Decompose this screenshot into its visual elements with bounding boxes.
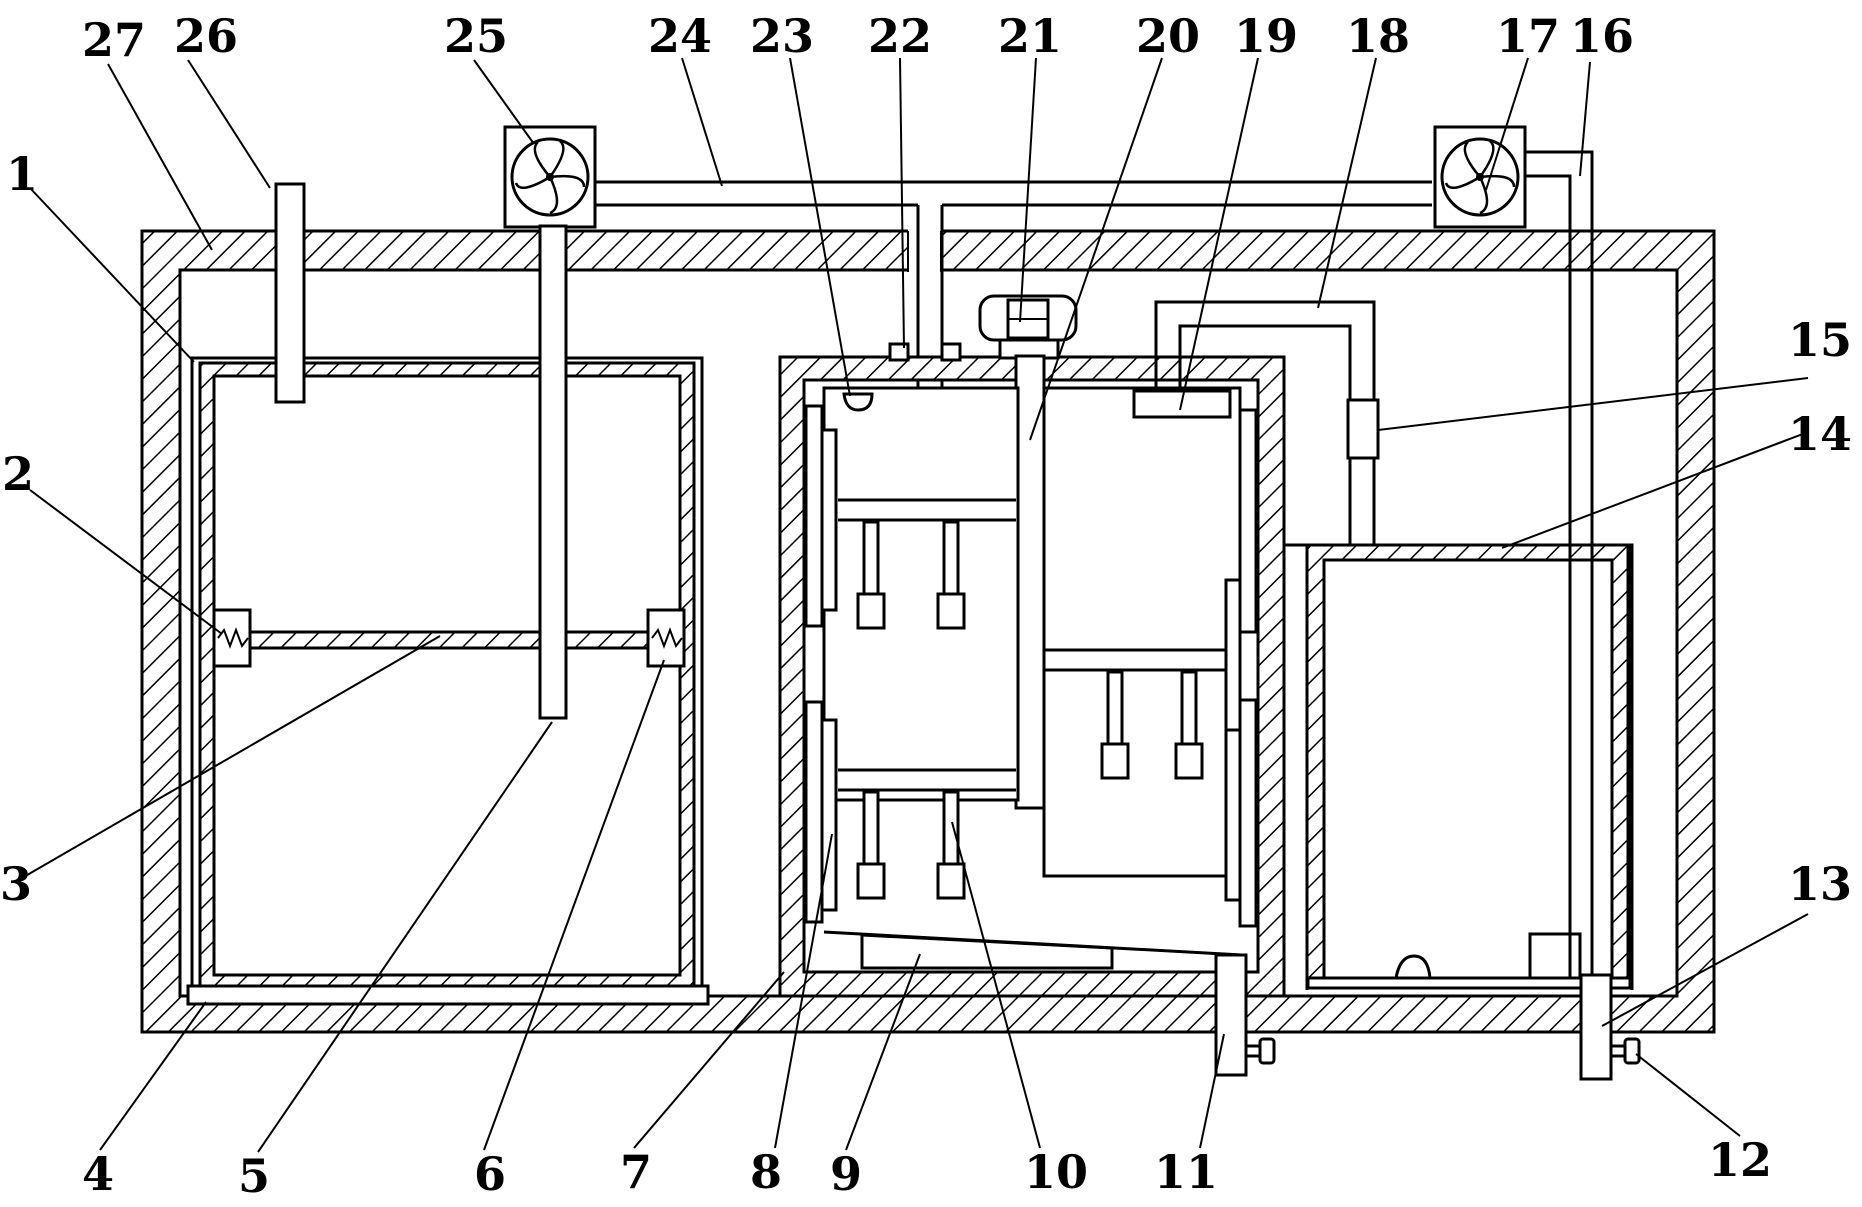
label-12: 12 (1708, 1133, 1772, 1187)
label-26: 26 (174, 9, 238, 63)
label-11: 11 (1154, 1145, 1218, 1199)
air-pipe-left (538, 224, 568, 720)
label-13: 13 (1788, 857, 1852, 911)
left-tank (186, 182, 710, 1006)
label-2: 2 (2, 447, 34, 501)
middle-chamber (778, 342, 1286, 998)
label-3: 3 (0, 857, 32, 911)
fan-right (1433, 125, 1527, 229)
drain-valve-middle (1214, 953, 1276, 1077)
label-15: 15 (1788, 313, 1852, 367)
drain-valve-right (1579, 973, 1641, 1081)
right-tank (1284, 543, 1634, 990)
label-14: 14 (1788, 407, 1852, 461)
label-7: 7 (620, 1145, 652, 1199)
label-24: 24 (648, 9, 712, 63)
label-18: 18 (1346, 9, 1410, 63)
level-sensor (842, 392, 874, 412)
label-16: 16 (1570, 9, 1634, 63)
spray-nozzles (856, 520, 1204, 900)
label-20: 20 (1136, 9, 1200, 63)
label-6: 6 (474, 1147, 506, 1201)
label-1: 1 (6, 147, 38, 201)
label-9: 9 (830, 1147, 862, 1201)
label-27: 27 (82, 13, 146, 67)
label-4: 4 (82, 1147, 114, 1201)
label-23: 23 (750, 9, 814, 63)
label-17: 17 (1496, 9, 1560, 63)
label-21: 21 (998, 9, 1062, 63)
outer-housing (140, 229, 1716, 1034)
label-25: 25 (444, 9, 508, 63)
label-22: 22 (868, 9, 932, 63)
label-5: 5 (238, 1149, 270, 1203)
label-8: 8 (750, 1145, 782, 1199)
part-labels: 1 2 3 4 5 6 7 8 9 10 11 12 13 14 15 16 1… (0, 9, 1852, 1203)
leader-lines (21, 57, 1809, 1153)
drum-frame (804, 354, 1258, 928)
air-pipe-right (1526, 150, 1594, 978)
fan-left (503, 125, 597, 229)
label-19: 19 (1234, 9, 1298, 63)
label-10: 10 (1024, 1145, 1088, 1199)
